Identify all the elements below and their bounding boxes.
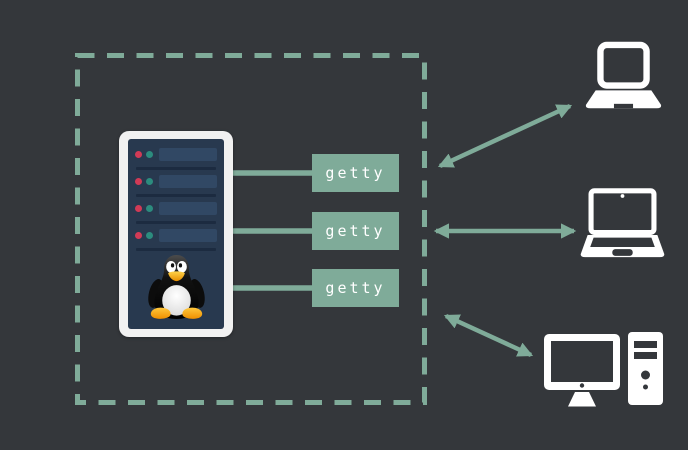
led-teal-icon <box>146 178 153 185</box>
system-boundary-dashed-box <box>75 53 427 405</box>
rack-divider <box>136 194 216 197</box>
drive-bay-bar <box>159 229 217 242</box>
client-desktop <box>544 330 664 407</box>
server-rack-slot <box>135 202 217 215</box>
tux-linux-icon <box>134 254 218 327</box>
led-red-icon <box>135 205 142 212</box>
drive-bay-bar <box>159 148 217 161</box>
drive-bay-bar <box>159 175 217 188</box>
arrow-to-laptop-1 <box>437 103 573 169</box>
getty-process-label: getty <box>312 269 399 307</box>
getty-process-label: getty <box>312 212 399 250</box>
client-laptop-2 <box>580 186 665 262</box>
drive-bay-bar <box>159 202 217 215</box>
led-teal-icon <box>146 151 153 158</box>
led-red-icon <box>135 232 142 239</box>
server-rack-slot <box>135 229 217 242</box>
led-red-icon <box>135 151 142 158</box>
rack-divider <box>136 248 216 251</box>
laptop-front-icon <box>585 41 662 109</box>
led-teal-icon <box>146 205 153 212</box>
server-front-panel <box>128 139 224 329</box>
client-laptop-1 <box>583 41 664 111</box>
led-red-icon <box>135 178 142 185</box>
desktop-computer-icon <box>544 332 663 407</box>
getty-process-label: getty <box>312 154 399 192</box>
linux-server <box>119 131 233 337</box>
rack-divider <box>136 221 216 224</box>
server-rack-slot <box>135 148 217 161</box>
server-rack-slot <box>135 175 217 188</box>
arrow-to-desktop <box>443 313 534 358</box>
rack-divider <box>136 167 216 170</box>
laptop-open-icon <box>580 188 665 258</box>
led-teal-icon <box>146 232 153 239</box>
